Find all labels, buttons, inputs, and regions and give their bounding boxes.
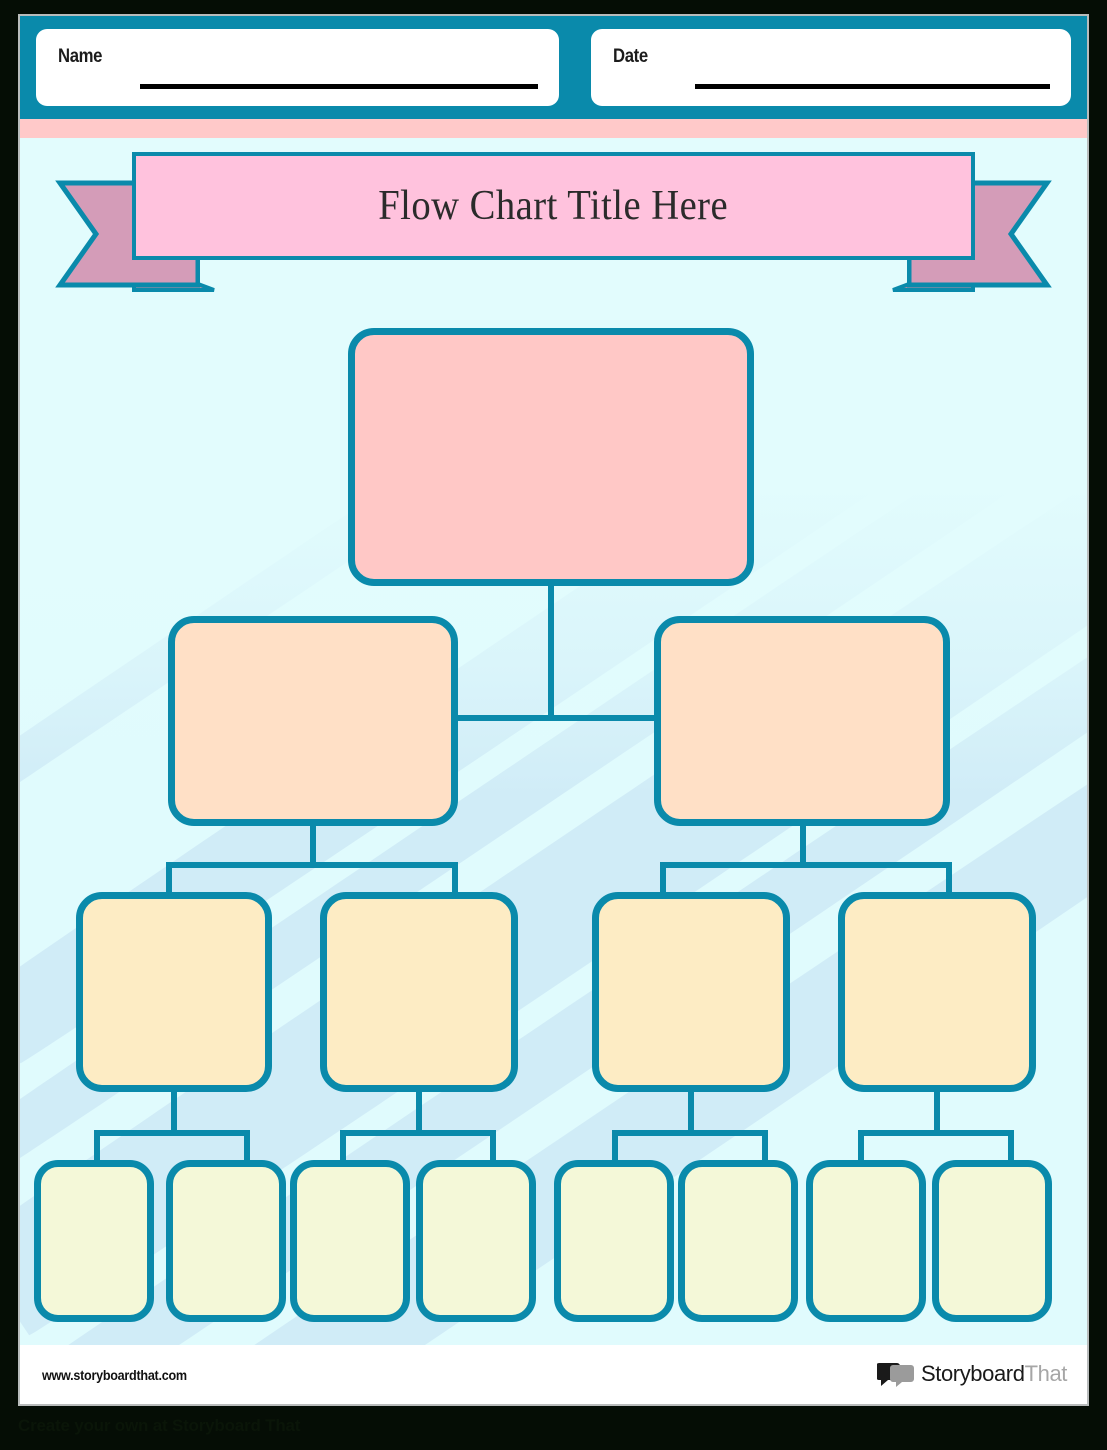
connector-stem-level3: [171, 1092, 177, 1134]
flowchart-node-level1[interactable]: [348, 328, 754, 586]
connector-bar-level2: [166, 862, 458, 868]
connector-stem-level3: [416, 1092, 422, 1134]
footer-url[interactable]: www.storyboardthat.com: [42, 1367, 187, 1383]
flowchart-node-level4[interactable]: [932, 1160, 1052, 1322]
date-label: Date: [613, 46, 648, 67]
flowchart-node-level2[interactable]: [654, 616, 950, 826]
banner-plate: Flow Chart Title Here: [132, 152, 975, 260]
connector-stem-level3: [934, 1092, 940, 1134]
connector-stem-level1: [548, 586, 554, 721]
flowchart-node-level3[interactable]: [76, 892, 272, 1092]
connector-bar-level3: [858, 1130, 1014, 1136]
attribution-text: Create your own at Storyboard That: [18, 1416, 301, 1435]
name-field-box[interactable]: Name: [36, 29, 559, 106]
date-field-box[interactable]: Date: [591, 29, 1071, 106]
connector-drop-level4: [490, 1130, 496, 1162]
connector-drop-level4: [1008, 1130, 1014, 1162]
connector-bar-level3: [340, 1130, 496, 1136]
speech-bubble-icon: [875, 1360, 915, 1388]
connector-drop-level4: [340, 1130, 346, 1162]
connector-drop-level3: [946, 862, 952, 896]
flowchart-node-level3[interactable]: [592, 892, 790, 1092]
connector-stem-level3: [688, 1092, 694, 1134]
flowchart-node-level4[interactable]: [290, 1160, 410, 1322]
logo-text-primary: Storyboard: [920, 1361, 1025, 1386]
connector-drop-level4: [94, 1130, 100, 1162]
attribution-strip: Create your own at Storyboard That: [18, 1416, 618, 1440]
pink-divider-strip: [20, 119, 1087, 138]
connector-bar-level3: [94, 1130, 250, 1136]
name-label: Name: [58, 46, 103, 67]
title-banner: Flow Chart Title Here: [20, 152, 1087, 300]
connector-stem-level2: [800, 826, 806, 866]
storyboardthat-logo[interactable]: Storyboard That: [875, 1358, 1068, 1390]
worksheet-sheet: Name Date: [20, 16, 1087, 1404]
connector-drop-level4: [244, 1130, 250, 1162]
flow-chart-title[interactable]: Flow Chart Title Here: [378, 183, 729, 229]
connector-drop-level3: [660, 862, 666, 896]
flowchart-node-level4[interactable]: [166, 1160, 286, 1322]
footer-bar: www.storyboardthat.com Storyboard That: [20, 1345, 1087, 1404]
flowchart-node-level3[interactable]: [838, 892, 1036, 1092]
flowchart-node-level4[interactable]: [806, 1160, 926, 1322]
connector-stem-level2: [310, 826, 316, 866]
connector-bar-level3: [612, 1130, 768, 1136]
connector-bar-level2: [660, 862, 952, 868]
flowchart-node-level4[interactable]: [678, 1160, 798, 1322]
flowchart-node-level4[interactable]: [416, 1160, 536, 1322]
connector-bar-level1: [452, 715, 672, 721]
flowchart: [20, 138, 1087, 1345]
connector-drop-level3: [452, 862, 458, 896]
flowchart-node-level4[interactable]: [34, 1160, 154, 1322]
name-write-line[interactable]: [140, 84, 538, 89]
flowchart-node-level3[interactable]: [320, 892, 518, 1092]
connector-drop-level3: [166, 862, 172, 896]
flowchart-node-level2[interactable]: [168, 616, 458, 826]
date-write-line[interactable]: [695, 84, 1050, 89]
connector-drop-level4: [612, 1130, 618, 1162]
connector-drop-level4: [762, 1130, 768, 1162]
logo-text-secondary: That: [1024, 1361, 1068, 1386]
header-band: Name Date: [20, 16, 1087, 119]
worksheet-canvas: Flow Chart Title Here: [20, 138, 1087, 1345]
flowchart-node-level4[interactable]: [554, 1160, 674, 1322]
connector-drop-level4: [858, 1130, 864, 1162]
